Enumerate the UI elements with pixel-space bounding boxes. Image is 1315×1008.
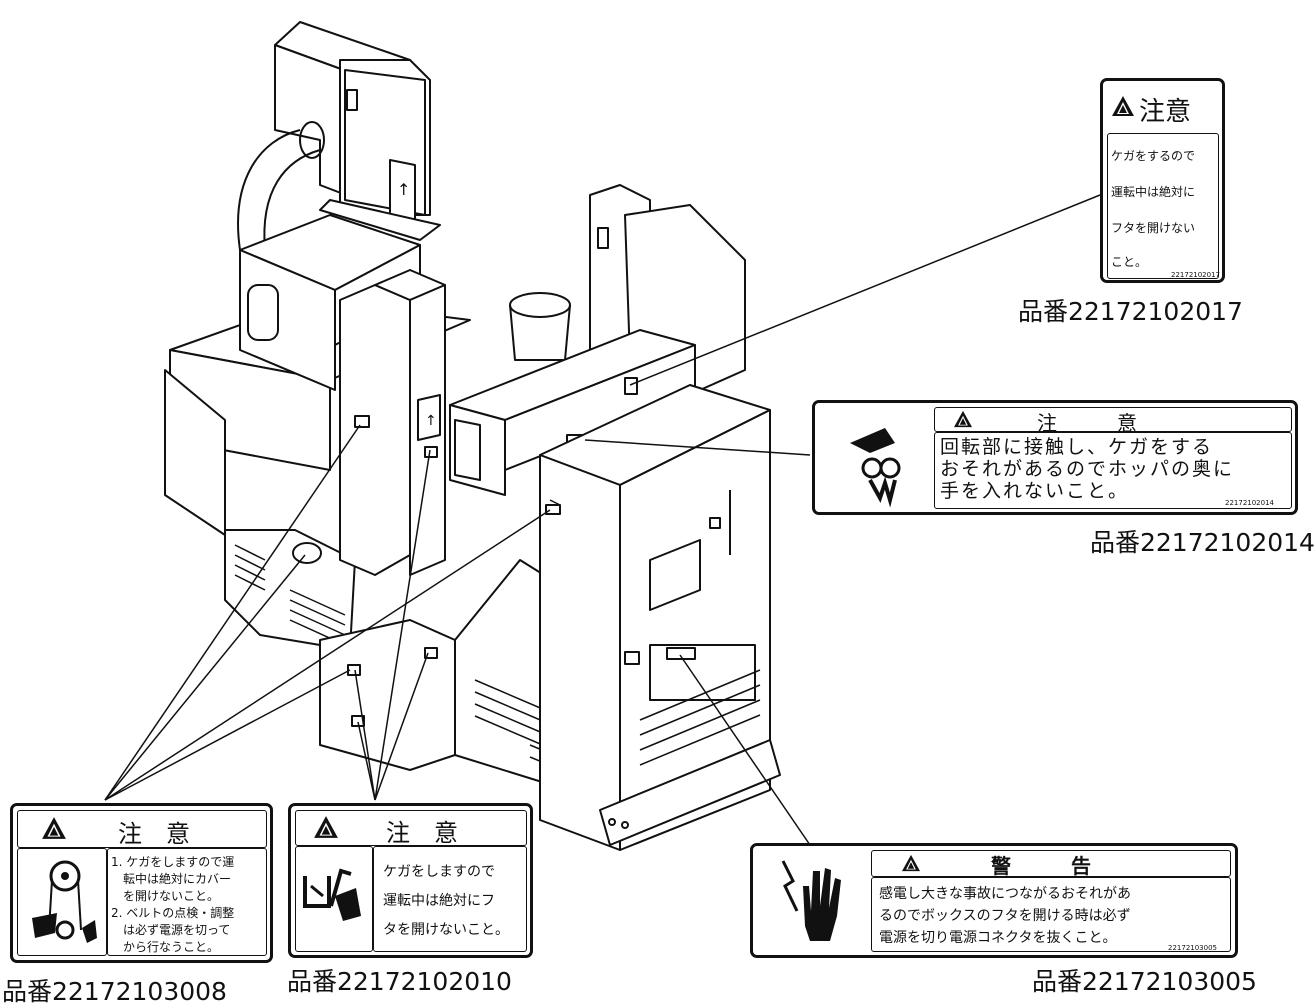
label-line: を開けないこと。: [111, 889, 220, 903]
label-code: 22172103005: [1168, 944, 1217, 952]
label-code: 22172102017: [1171, 271, 1220, 279]
svg-text:↑: ↑: [425, 413, 437, 429]
label-title: 注 意: [386, 819, 458, 847]
label-title: 注意: [1139, 97, 1192, 127]
caution-label-lid: 注意 ケガをするので 運転中は絶対に フタを開けない こと。 221721020…: [1100, 78, 1225, 283]
label-line: 転中は絶対にカバー: [111, 872, 232, 886]
label-line: 2. ベルトの点検・調整: [111, 906, 235, 920]
warning-label-electric: 警 告 感電し大きな事故につながるおそれがあ るのでボックスのフタを開ける時は必…: [750, 843, 1238, 958]
caution-label-cover: 注 意 ケガをしますので 運転中は絶対にフ タを開けないこと。: [288, 803, 533, 958]
arm: [449, 329, 696, 496]
label-line: 感電し大きな事故につながるおそれがあ: [879, 886, 1131, 902]
label-line: 回転部に接触し、ケガをする: [940, 436, 1214, 458]
warning-triangle-icon: [902, 854, 920, 872]
label-line: 手を入れないこと。: [940, 480, 1130, 502]
label-title: 警 告: [991, 854, 1091, 878]
label-line: 電源を切り電源コネクタを抜くこと。: [879, 930, 1117, 946]
label-title: 注 意: [118, 820, 190, 848]
label-line: るのでボックスのフタを開ける時は必ず: [879, 908, 1131, 924]
leader-lines: [104, 194, 1101, 846]
label-line: は必ず電源を切って: [111, 923, 231, 937]
svg-text:↑: ↑: [397, 180, 410, 199]
label-line: こと。: [1111, 255, 1148, 269]
part-number: 品番22172103008: [2, 977, 227, 1006]
warning-triangle-icon: [314, 816, 338, 838]
hand-caught-in-lid-icon: [303, 868, 361, 921]
label-line: 運転中は絶対に: [1111, 185, 1196, 199]
tall-column: ↑: [339, 269, 446, 576]
warning-triangle-icon: [1112, 96, 1134, 116]
label-line: タを開けないこと。: [383, 922, 509, 938]
part-number: 品番22172102017: [1018, 297, 1243, 326]
label-line: フタを開けない: [1111, 221, 1196, 235]
hand-caught-in-rotor-icon: [850, 428, 901, 508]
hand-caught-in-belt-icon: [32, 860, 97, 943]
label-line: ケガをするので: [1111, 149, 1196, 163]
upper-tower: ↑: [274, 21, 441, 241]
right-cabinet: [539, 384, 781, 851]
label-line: 運転中は絶対にフ: [383, 893, 495, 909]
warning-triangle-icon: [42, 817, 66, 839]
label-code: 22172102014: [1225, 499, 1274, 507]
caution-label-hopper: 注 意 回転部に接触し、ケガをする おそれがあるのでホッパの奥に 手を入れないこ…: [812, 400, 1298, 515]
caution-label-belt: 注 意 1. ケガをしますので運 転中は絶対にカバー を開けないこと。 2. ベ…: [10, 803, 273, 963]
label-line: から行なうこと。: [111, 940, 220, 954]
part-number: 品番22172102014: [1090, 528, 1315, 557]
electric-shock-hand-icon: [781, 860, 841, 941]
label-title: 注 意: [1037, 411, 1137, 435]
part-number: 品番22172103005: [1032, 967, 1257, 996]
label-line: おそれがあるのでホッパの奥に: [940, 458, 1235, 480]
label-line: 1. ケガをしますので運: [111, 855, 235, 869]
warning-triangle-icon: [954, 410, 972, 428]
label-line: ケガをしますので: [383, 864, 495, 880]
part-number: 品番22172102010: [287, 967, 512, 996]
